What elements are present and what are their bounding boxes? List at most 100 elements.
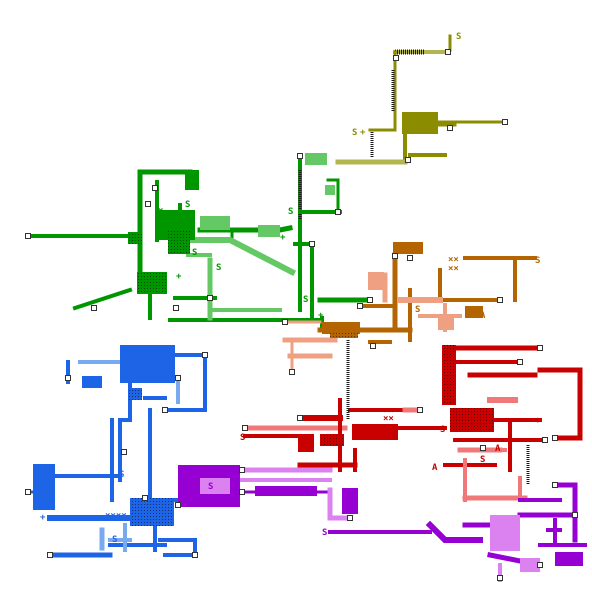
door-node (175, 375, 181, 381)
purple-corridor (327, 487, 353, 521)
red-room-shade (442, 345, 456, 405)
door-node (392, 253, 398, 259)
door-node (447, 125, 453, 131)
save-point-icon: S (456, 32, 461, 42)
door-node (121, 449, 127, 455)
orange-room (438, 316, 454, 330)
door-node (417, 407, 423, 413)
lock-icon: ×× (448, 264, 459, 274)
door-node (552, 435, 558, 441)
door-node (25, 233, 31, 239)
door-node (192, 552, 198, 558)
save-point-icon: S (480, 455, 485, 465)
save-point-icon: S (288, 207, 293, 217)
corridor-layer (26, 34, 587, 582)
save-point-icon: S (240, 433, 245, 443)
purple-room (555, 552, 583, 566)
orange-room (465, 306, 483, 318)
orange-room (393, 242, 423, 254)
purple-room (342, 488, 358, 514)
save-point-icon: S (415, 305, 420, 315)
green-room-shade (137, 272, 167, 294)
door-node (91, 305, 97, 311)
door-node (145, 201, 151, 207)
door-node (407, 255, 413, 261)
door-node (65, 375, 71, 381)
door-node (393, 55, 399, 61)
plus-icon: + (135, 375, 141, 385)
blue-room (33, 464, 55, 510)
red-room (298, 434, 314, 452)
olive-room (402, 112, 438, 134)
blue-room (120, 345, 175, 383)
orange-room (322, 322, 360, 334)
lock-icon: ×× (383, 414, 394, 424)
green-room (185, 170, 199, 190)
plus-icon: + (535, 416, 541, 426)
door-node (152, 185, 158, 191)
blue-corridor (158, 538, 197, 557)
alpha-icon: A (480, 311, 486, 321)
lock-icon: ×× (383, 406, 394, 416)
green-room (325, 185, 335, 195)
door-node (405, 157, 411, 163)
green-corridor (177, 237, 297, 277)
door-node (445, 49, 451, 55)
door-node (202, 352, 208, 358)
lock-icon: ×××× (105, 511, 127, 521)
door-node (517, 359, 523, 365)
door-node (552, 482, 558, 488)
blue-room (82, 376, 102, 388)
door-node (502, 119, 508, 125)
purple-corridor (552, 482, 578, 543)
green-room-shade (168, 230, 190, 254)
door-node (537, 562, 543, 568)
door-node (173, 305, 179, 311)
alpha-icon: A (432, 463, 438, 473)
save-point-icon: S (535, 256, 540, 266)
door-node (367, 297, 373, 303)
door-node (497, 297, 503, 303)
lock-icon: × (350, 491, 355, 501)
lock-icon: ×× (448, 255, 459, 265)
alpha-icon: A (495, 444, 501, 454)
green-room-shade (128, 232, 142, 244)
plus-icon: + (176, 272, 182, 282)
purple-room (200, 478, 230, 494)
green-room (200, 216, 230, 230)
door-node (357, 303, 363, 309)
door-node (497, 575, 503, 581)
door-node (162, 407, 168, 413)
door-node (309, 241, 315, 247)
door-node (289, 369, 295, 375)
door-node (297, 415, 303, 421)
door-node (47, 552, 53, 558)
green-room (258, 225, 280, 237)
red-corridor (537, 367, 583, 441)
lock-icon: × (158, 206, 163, 216)
door-node (242, 425, 248, 431)
door-node (480, 445, 486, 451)
door-node (239, 467, 245, 473)
save-point-icon: S (119, 470, 124, 480)
door-node (282, 319, 288, 325)
save-point-icon: S (303, 295, 308, 305)
red-room-shade (320, 434, 344, 446)
save-point-icon: S (112, 535, 117, 545)
red-room-shade (450, 408, 494, 432)
room-layer (33, 112, 583, 572)
green-room (305, 153, 327, 165)
plus-icon: + (360, 128, 366, 138)
door-node (347, 515, 353, 521)
plus-icon: + (280, 233, 286, 243)
green-corridor (326, 178, 340, 214)
plus-icon: + (318, 311, 324, 321)
door-node (239, 489, 245, 495)
door-node (297, 153, 303, 159)
red-room (352, 424, 398, 440)
save-point-icon: S (216, 263, 221, 273)
door-node (537, 345, 543, 351)
blue-corridor (168, 353, 207, 412)
